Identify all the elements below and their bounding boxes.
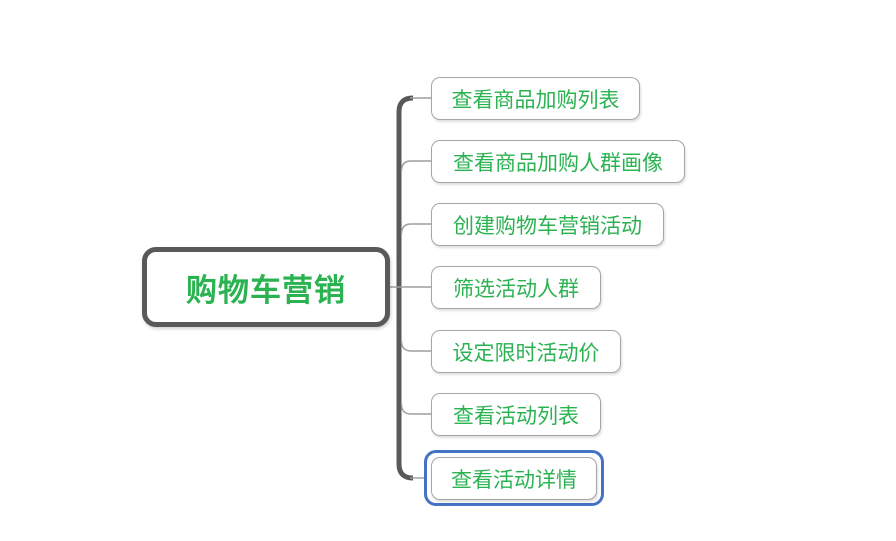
- child-node-4[interactable]: 筛选活动人群: [431, 266, 601, 309]
- root-node[interactable]: 购物车营销: [142, 247, 390, 327]
- child-node-5[interactable]: 设定限时活动价: [431, 330, 621, 373]
- branch-line-5: [400, 340, 431, 352]
- child-node-6[interactable]: 查看活动列表: [431, 393, 601, 436]
- branch-line-6: [400, 403, 431, 415]
- child-node-label: 查看活动详情: [451, 467, 577, 492]
- child-node-label: 查看商品加购列表: [451, 87, 620, 112]
- child-node-label: 设定限时活动价: [452, 340, 600, 365]
- child-node-1[interactable]: 查看商品加购列表: [431, 77, 640, 120]
- branch-line-3: [400, 223, 431, 235]
- child-node-label: 筛选活动人群: [453, 276, 579, 301]
- root-node-label: 购物车营销: [186, 272, 346, 308]
- child-node-3[interactable]: 创建购物车营销活动: [431, 203, 664, 246]
- branch-line-2: [400, 160, 431, 172]
- trunk-line: [396, 95, 414, 481]
- child-node-7-selected[interactable]: 查看活动详情: [431, 457, 597, 500]
- selected-node-outline: [424, 450, 604, 506]
- child-node-2[interactable]: 查看商品加购人群画像: [431, 140, 685, 183]
- child-node-label: 查看商品加购人群画像: [453, 150, 663, 175]
- child-node-label: 查看活动列表: [453, 403, 579, 428]
- child-node-label: 创建购物车营销活动: [453, 213, 642, 238]
